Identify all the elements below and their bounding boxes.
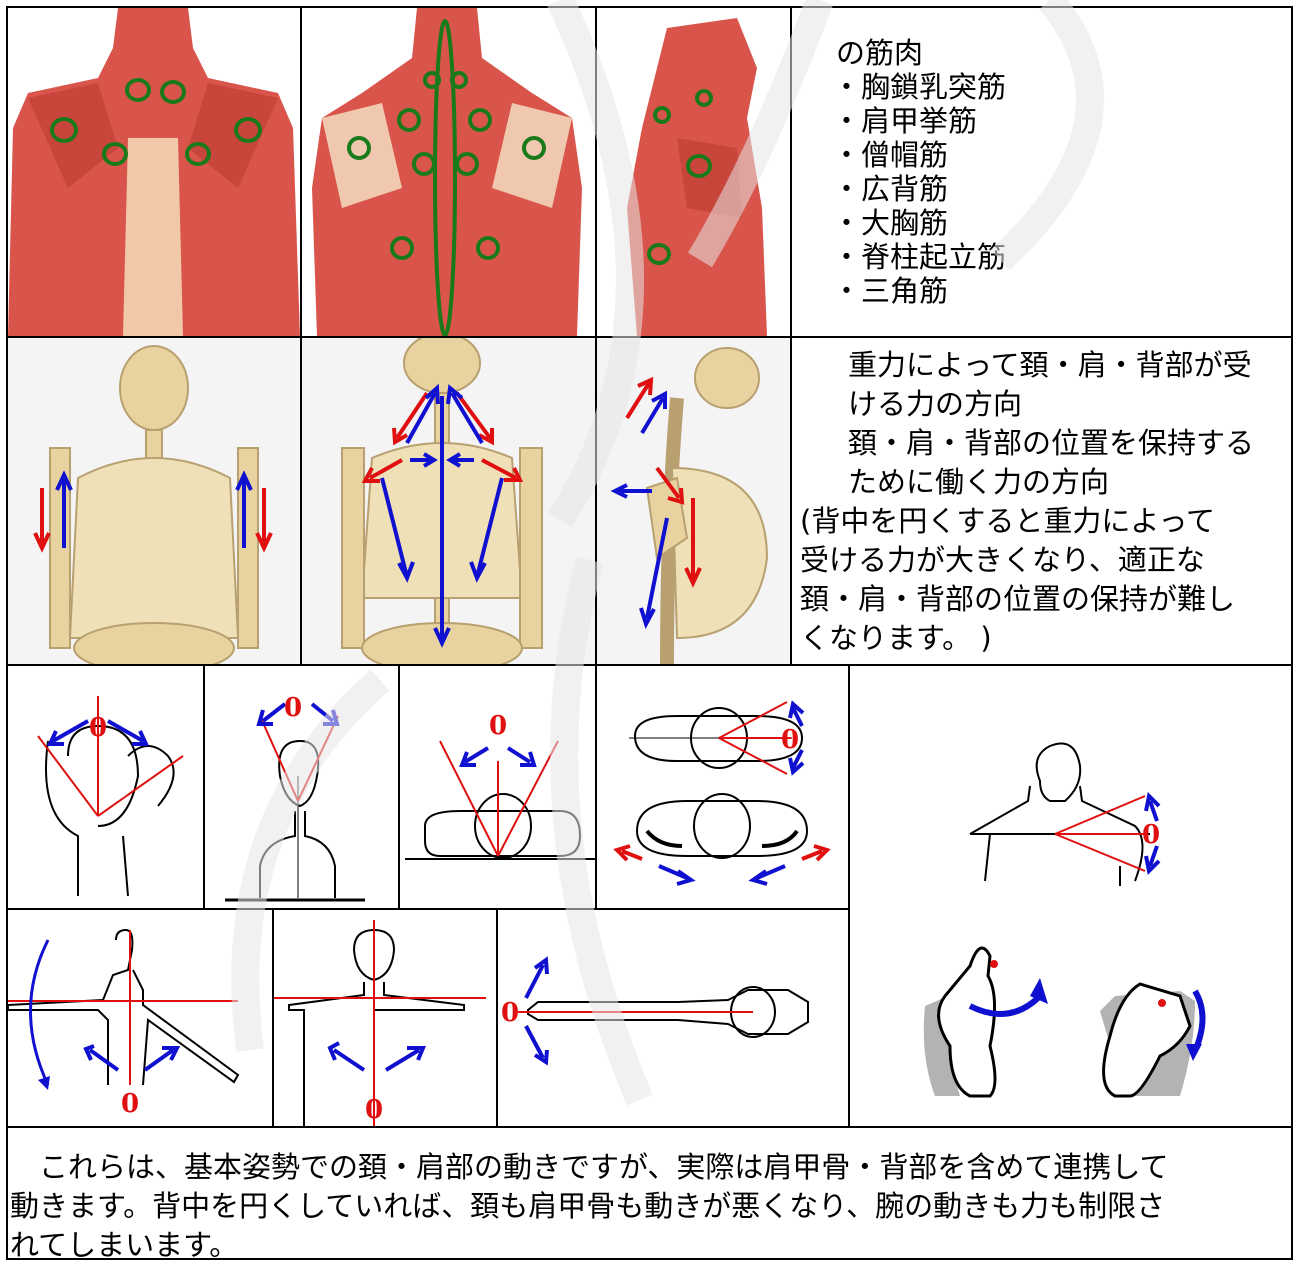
- shoulder-diagram: 0: [850, 666, 1291, 1126]
- neck-flexion-diagram: 0: [8, 666, 203, 908]
- muscle-list-item: ・三角筋: [832, 274, 1006, 308]
- arm-abduction-front-diagram: 0: [274, 910, 496, 1126]
- zero-label: 0: [365, 1095, 383, 1125]
- muscle-list-item: ・肩甲挙筋: [832, 104, 1006, 138]
- skeleton-front-image: [8, 338, 300, 664]
- zero-label: 0: [121, 1089, 139, 1119]
- arm-horizontal-diagram: 0: [498, 910, 848, 1126]
- muscle-list-item: ・僧帽筋: [832, 138, 1006, 172]
- force-legend-line: 重力によって頚・肩・背部が受: [800, 346, 1285, 385]
- grid-line: [6, 1126, 1293, 1128]
- zero-label: 0: [489, 711, 507, 741]
- zero-label: 0: [284, 693, 302, 723]
- force-note-line: 受ける力が大きくなり、適正な: [800, 541, 1285, 580]
- force-legend-line: 頚・肩・背部の位置を保持する: [800, 424, 1285, 463]
- force-legend: 重力によって頚・肩・背部が受 ける力の方向 頚・肩・背部の位置を保持する ために…: [800, 346, 1285, 658]
- force-note-line: (背中を円くすると重力によって: [800, 502, 1285, 541]
- arm-abduction-side-diagram: 0: [8, 910, 272, 1126]
- zero-label: 0: [501, 998, 519, 1028]
- force-legend-line: ける力の方向: [800, 385, 1285, 424]
- muscle-list-item: ・広背筋: [832, 172, 1006, 206]
- muscle-list-item: ・脊柱起立筋: [832, 240, 1006, 274]
- caption-line: これらは、基本姿勢での頚・肩部の動きですが、実際は肩甲骨・背部を含めて連携して: [10, 1148, 1290, 1187]
- neck-and-shoulder-top-diagram: 0: [597, 666, 848, 908]
- zero-label: 0: [1142, 820, 1160, 850]
- caption: これらは、基本姿勢での頚・肩部の動きですが、実際は肩甲骨・背部を含めて連携して …: [10, 1148, 1290, 1265]
- skeleton-side-image: [597, 338, 790, 664]
- zero-label: 0: [89, 713, 107, 743]
- muscle-front-image: [8, 8, 300, 336]
- muscle-back-image: [302, 8, 595, 336]
- muscle-list-item: ・大胸筋: [832, 206, 1006, 240]
- force-note-line: くなります。 ): [800, 619, 1285, 658]
- skeleton-back-image: [302, 338, 595, 664]
- caption-line: 動きます。背中を円くしていれば、頚も肩甲骨も動きが悪くなり、腕の動きも力も制限さ: [10, 1187, 1290, 1226]
- muscle-list-item: ・胸鎖乳突筋: [832, 70, 1006, 104]
- neck-rotation-top-diagram: 0: [400, 666, 595, 908]
- force-note-line: 頚・肩・背部の位置の保持が難し: [800, 580, 1285, 619]
- muscle-side-image: [597, 8, 790, 336]
- muscle-list-heading: の筋肉: [836, 36, 1006, 70]
- neck-lateral-flexion-diagram: 0: [205, 666, 398, 908]
- force-legend-line: ために働く力の方向: [800, 463, 1285, 502]
- zero-label: 0: [781, 725, 799, 755]
- muscle-list: の筋肉 ・胸鎖乳突筋 ・肩甲挙筋 ・僧帽筋 ・広背筋 ・大胸筋 ・脊柱起立筋 ・…: [836, 36, 1006, 308]
- caption-line: れてしまいます。: [10, 1226, 1290, 1265]
